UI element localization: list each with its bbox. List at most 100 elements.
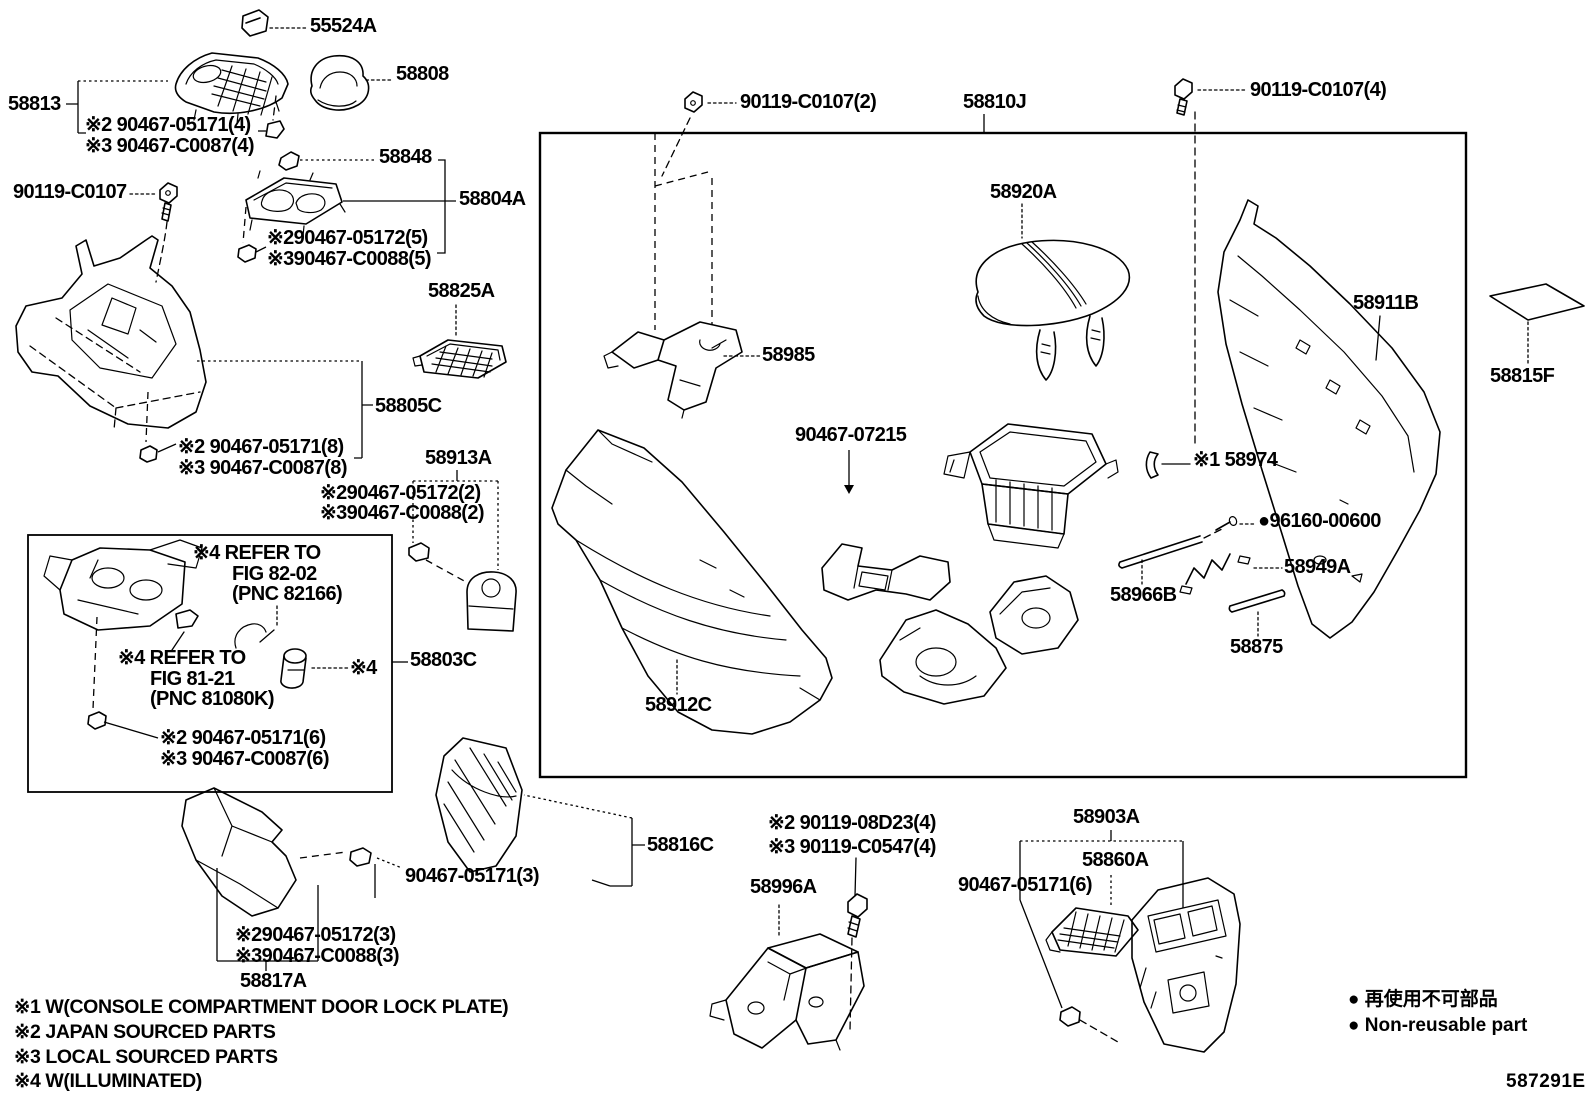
part-label-58816C: 58816C	[647, 834, 714, 856]
part-58912C-body-sketch	[551, 429, 833, 735]
fastener-label-90467-05171-8: ※2 90467-05171(8)	[178, 436, 344, 458]
fastener-label-90119-C0547-4: ※3 90119-C0547(4)	[768, 836, 936, 858]
part-label-58804A: 58804A	[459, 188, 526, 210]
part-label-58813: 58813	[8, 93, 61, 115]
inner-brackets-sketch	[821, 543, 1079, 705]
refer-note-fig81-21-line2: FIG 81-21	[150, 668, 235, 690]
leader-58816C-bracket	[523, 794, 645, 887]
fastener-label-90467-05171-6b: 90467-05171(6)	[958, 874, 1093, 896]
part-58816C-carpet-sketch	[435, 737, 523, 873]
refer-note-fig82-02-line1: ※4 REFER TO	[193, 542, 321, 564]
part-label-58810J: 58810J	[963, 91, 1027, 113]
fastener-label-90119-C0107-4: 90119-C0107(4)	[1250, 79, 1387, 101]
nozzle-refer-fig81-21-sketch	[171, 609, 199, 651]
part-label-58825A: 58825A	[428, 280, 495, 302]
latch-58949A-sketch	[1179, 553, 1283, 595]
fastener-label-90467-C0088-2: ※390467-C0088(2)	[320, 502, 485, 524]
refer-note-fig81-21-line3: (PNC 81080K)	[150, 688, 275, 710]
part-58825A-tray-sketch	[412, 304, 507, 379]
part-58815F-card-sketch	[1489, 283, 1585, 365]
part-58985-bracket-sketch	[603, 321, 761, 419]
part-label-58949A: 58949A	[1284, 556, 1351, 578]
part-58996A-bracket-sketch	[709, 904, 865, 1051]
bolt-90119-C0107-4-sketch	[1174, 78, 1247, 446]
part-label-58860A: 58860A	[1082, 849, 1149, 871]
fastener-label-90119-C0107: 90119-C0107	[13, 181, 127, 203]
fastener-label-90119-08D23-4: ※2 90119-08D23(4)	[768, 812, 936, 834]
callout-note4: ※4	[350, 657, 377, 679]
part-label-58966B: 58966B	[1110, 584, 1177, 606]
part-58813-tray-sketch	[174, 52, 289, 125]
part-label-58996A: 58996A	[750, 876, 817, 898]
part-label-58808: 58808	[396, 63, 449, 85]
part-58804A-bezel-sketch	[245, 170, 346, 237]
refer-note-fig82-02-line2: FIG 82-02	[232, 563, 317, 585]
leader-58848-58804A-bracket	[237, 151, 456, 263]
part-58911B-panel-sketch	[1217, 199, 1441, 639]
fastener-label-90467-C0088-5: ※390467-C0088(5)	[267, 248, 432, 270]
legend-non-reusable-en: ● Non-reusable part	[1348, 1015, 1528, 1036]
refer-note-fig82-02-line3: (PNC 82166)	[232, 583, 343, 605]
fastener-label-90467-05171-4: ※2 90467-05171(4)	[85, 114, 251, 136]
fastener-label-90467-05171-3: 90467-05171(3)	[405, 865, 540, 887]
part-label-55524A: 55524A	[310, 15, 377, 37]
fastener-label-90467-05172-3: ※290467-05172(3)	[235, 924, 396, 946]
rod-58875-sketch	[1228, 589, 1286, 637]
part-58803C-cupholder-sketch	[43, 539, 203, 631]
fastener-label-90467-C0088-3: ※390467-C0088(3)	[235, 945, 400, 967]
footnote-4: ※4 W(ILLUMINATED)	[14, 1070, 202, 1092]
part-58913A-sketch	[466, 571, 517, 632]
fastener-label-90467-C0087-8: ※3 90467-C0087(8)	[178, 457, 348, 479]
leader-58903A-bracket	[1019, 830, 1184, 1009]
fastener-label-90467-05171-6: ※2 90467-05171(6)	[160, 727, 326, 749]
part-label-58848: 58848	[379, 146, 432, 168]
main-assembly-box-58810J	[538, 131, 1468, 779]
bolt-90119-C0107-sketch	[129, 182, 178, 283]
pin-58974-sketch	[1145, 451, 1191, 479]
clip-55524A-sketch	[241, 9, 308, 121]
part-58805C-panel-sketch	[15, 235, 207, 431]
illuminated-socket-sketch	[280, 648, 349, 689]
part-label-58815F: 58815F	[1490, 365, 1555, 387]
cup-holder-unit-sketch	[943, 423, 1119, 549]
bolt-90119-C0107-2-sketch	[661, 91, 737, 177]
sub-assembly-box-58803C	[27, 534, 393, 793]
part-58808-boot-sketch	[309, 54, 394, 111]
wire-refer-fig82-02-sketch	[234, 605, 278, 649]
footnote-1: ※1 W(CONSOLE COMPARTMENT DOOR LOCK PLATE…	[14, 996, 509, 1018]
part-label-58920A: 58920A	[990, 181, 1057, 203]
part-label-96160-00600: ●96160-00600	[1258, 510, 1381, 532]
screw-90467-07215-pointer	[844, 450, 854, 494]
refer-note-fig81-21-line1: ※4 REFER TO	[118, 647, 246, 669]
part-58903A-panel-sketch	[1131, 877, 1241, 1053]
part-58920A-armrest-sketch	[975, 203, 1131, 381]
part-58860A-vent-sketch	[1045, 907, 1139, 957]
fastener-label-90119-C0107-2: 90119-C0107(2)	[740, 91, 877, 113]
footnote-2: ※2 JAPAN SOURCED PARTS	[14, 1021, 276, 1043]
part-label-58985: 58985	[762, 344, 815, 366]
fastener-label-90467-05172-5: ※290467-05172(5)	[267, 227, 428, 249]
projection-lines-58985	[654, 133, 713, 330]
doc-number: 587291E	[1506, 1071, 1586, 1092]
footnote-3: ※3 LOCAL SOURCED PARTS	[14, 1046, 278, 1068]
part-label-58913A: 58913A	[425, 447, 492, 469]
fastener-label-90467-C0087-4: ※3 90467-C0087(4)	[85, 135, 255, 157]
leader-58805C-bracket	[139, 360, 373, 463]
part-label-58974: ※1 58974	[1193, 449, 1278, 471]
bolt-90119-08D23-sketch	[847, 857, 868, 1031]
clip-58903A-sketch	[1059, 1006, 1119, 1043]
legend-non-reusable-jp: ● 再使用不可部品	[1348, 989, 1498, 1010]
fastener-label-90467-C0087-6: ※3 90467-C0087(6)	[160, 748, 330, 770]
part-label-58911B: 58911B	[1353, 292, 1419, 314]
leader-58913A-bracket	[408, 470, 499, 583]
leader-58813-bracket	[66, 80, 285, 139]
fastener-label-90467-05172-2: ※290467-05172(2)	[320, 482, 481, 504]
part-58817A-mat-sketch	[181, 787, 297, 917]
part-label-58903A: 58903A	[1073, 806, 1140, 828]
part-label-58875: 58875	[1230, 636, 1283, 658]
leader-58817A-bracket	[216, 847, 403, 971]
part-label-58817A: 58817A	[240, 970, 307, 992]
leader-58803C-clip	[87, 616, 408, 739]
